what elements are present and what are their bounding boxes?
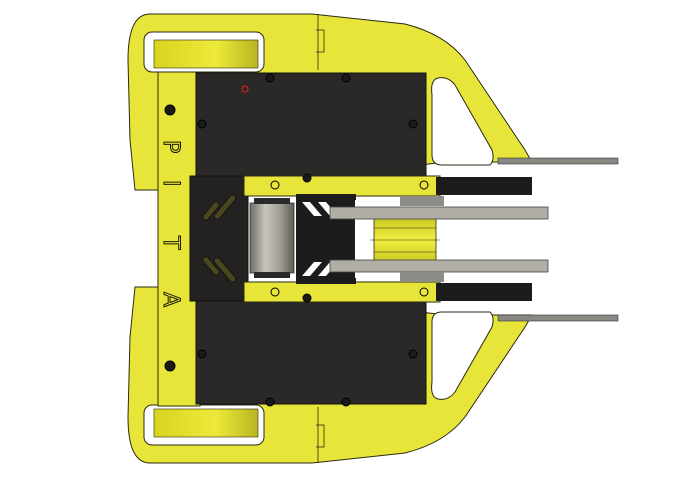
lower-arm-end <box>436 283 532 301</box>
red-marker <box>241 85 249 93</box>
motor-mount <box>189 175 249 302</box>
svg-text:T: T <box>158 235 183 250</box>
screw-holes <box>164 73 429 407</box>
lower-bar <box>329 259 549 273</box>
svg-text:P: P <box>158 140 183 153</box>
top-wheel <box>153 39 259 69</box>
upper-fork <box>497 157 619 165</box>
top-plate <box>195 72 427 180</box>
pita-label: P I T A <box>158 140 184 308</box>
upper-bar <box>329 206 549 220</box>
motor <box>249 202 295 274</box>
bottom-plate <box>195 297 427 405</box>
upper-arm-end <box>436 177 532 195</box>
svg-text:A: A <box>158 292 183 307</box>
svg-text:I: I <box>158 180 183 187</box>
bottom-frame <box>127 286 533 464</box>
top-frame <box>127 13 533 191</box>
lower-fork <box>497 314 619 322</box>
